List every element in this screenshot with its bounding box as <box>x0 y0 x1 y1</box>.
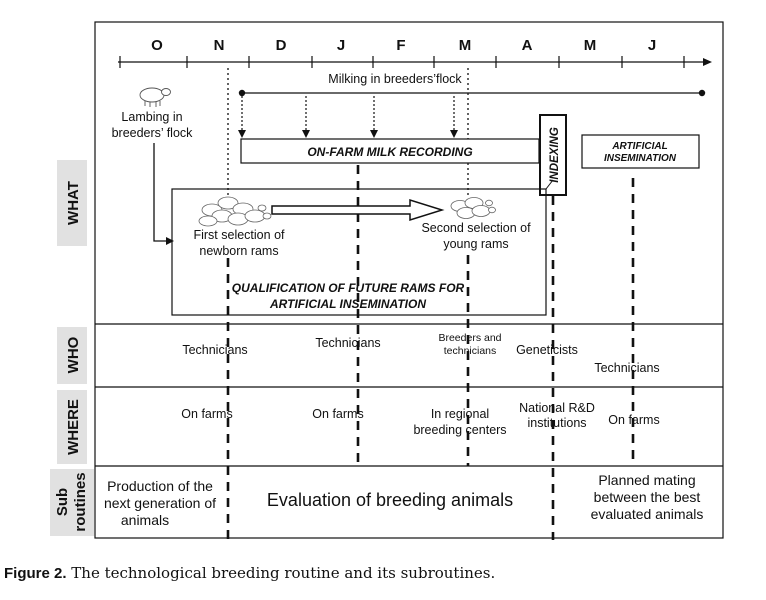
figure-caption: Figure 2. The technological breeding rou… <box>4 564 495 582</box>
artificial-insemination-label-line2: INSEMINATION <box>604 153 677 164</box>
lambing-label-line1: Lambing in <box>121 110 182 124</box>
month-labels: O N D J F M A M J <box>151 37 656 54</box>
month-label: N <box>214 37 225 54</box>
subroutine-evaluation: Evaluation of breeding animals <box>267 490 513 510</box>
subroutine-production-line2: next generation of <box>104 495 216 511</box>
milk-recording-label: ON-FARM MILK RECORDING <box>307 145 472 159</box>
selection-progress-arrow <box>271 198 445 222</box>
lambing-arrowhead <box>166 237 174 245</box>
milking-start-dot <box>238 89 246 97</box>
second-selection-label-line2: young rams <box>443 237 508 251</box>
month-label: M <box>459 37 472 54</box>
flock-icon <box>198 196 272 227</box>
artificial-insemination-box <box>581 134 700 169</box>
row-label-box-subroutines <box>50 469 94 536</box>
row-label-box-what <box>57 160 87 246</box>
row-label-box-who <box>57 327 87 384</box>
figure-caption-label: Figure 2. <box>4 565 67 582</box>
single-sheep-icon <box>139 87 171 107</box>
diagram-frame <box>94 21 724 539</box>
indexing-box <box>539 114 567 196</box>
subroutine-mating-line1: Planned mating <box>598 472 695 488</box>
lambing-label-line2: breeders’ flock <box>112 126 194 140</box>
who-breeders-line2: technicians <box>444 345 497 357</box>
month-label: M <box>584 37 597 54</box>
qualification-box <box>171 188 547 316</box>
row-label-who: WHO <box>65 336 82 373</box>
who-technicians-3: Technicians <box>594 361 659 375</box>
where-on-farms-3: On farms <box>608 413 659 427</box>
first-selection-label-line1: First selection of <box>193 228 285 242</box>
month-label: D <box>276 37 287 54</box>
month-label: A <box>522 37 533 54</box>
second-selection-label-line1: Second selection of <box>421 221 531 235</box>
milking-label: Milking in breeders’flock <box>328 72 462 86</box>
lambing-arrow <box>153 143 168 242</box>
subroutine-production-line3: animals <box>121 512 169 528</box>
where-regional-line1: In regional <box>431 407 489 421</box>
indexing-label: INDEXING <box>549 127 561 183</box>
where-national-line2: institutions <box>527 416 586 430</box>
flock-icon <box>450 197 496 219</box>
recording-arrowheads <box>238 130 458 138</box>
first-selection-label-line2: newborn rams <box>199 244 278 258</box>
breeding-routine-diagram: WHAT WHO WHERE Sub routines O N D J F M … <box>50 21 724 540</box>
timeline-arrowhead <box>703 58 712 66</box>
where-on-farms-1: On farms <box>181 407 232 421</box>
month-label: O <box>151 37 163 54</box>
where-regional-line2: breeding centers <box>413 423 506 437</box>
row-label-subroutines-line1: Sub <box>54 488 71 516</box>
artificial-insemination-label-line1: ARTIFICIAL <box>611 141 667 152</box>
month-label: F <box>396 37 405 54</box>
qualification-connector <box>545 179 554 190</box>
row-label-subroutines-line2: routines <box>72 472 89 531</box>
recording-arrows <box>241 96 455 131</box>
subroutine-production-line1: Production of the <box>107 478 213 494</box>
who-technicians-1: Technicians <box>182 343 247 357</box>
subroutine-mating-line3: evaluated animals <box>591 506 704 522</box>
qualification-label-line1: QUALIFICATION OF FUTURE RAMS FOR <box>232 281 465 295</box>
who-technicians-2: Technicians <box>315 336 380 350</box>
subroutine-mating-line2: between the best <box>594 489 701 505</box>
who-breeders-line1: Breeders and <box>438 332 501 344</box>
row-label-where: WHERE <box>65 399 82 455</box>
row-label-what: WHAT <box>65 181 82 225</box>
row-label-box-where <box>57 390 87 464</box>
timeline-ticks <box>119 56 685 68</box>
where-national-line1: National R&D <box>519 401 595 415</box>
figure-caption-text: The technological breeding routine and i… <box>66 564 496 582</box>
month-label: J <box>337 37 345 54</box>
qualification-label-line2: ARTIFICIAL INSEMINATION <box>269 297 426 311</box>
where-on-farms-2: On farms <box>312 407 363 421</box>
milking-end-dot <box>698 89 706 97</box>
who-geneticists: Geneticists <box>516 343 578 357</box>
month-label: J <box>648 37 656 54</box>
